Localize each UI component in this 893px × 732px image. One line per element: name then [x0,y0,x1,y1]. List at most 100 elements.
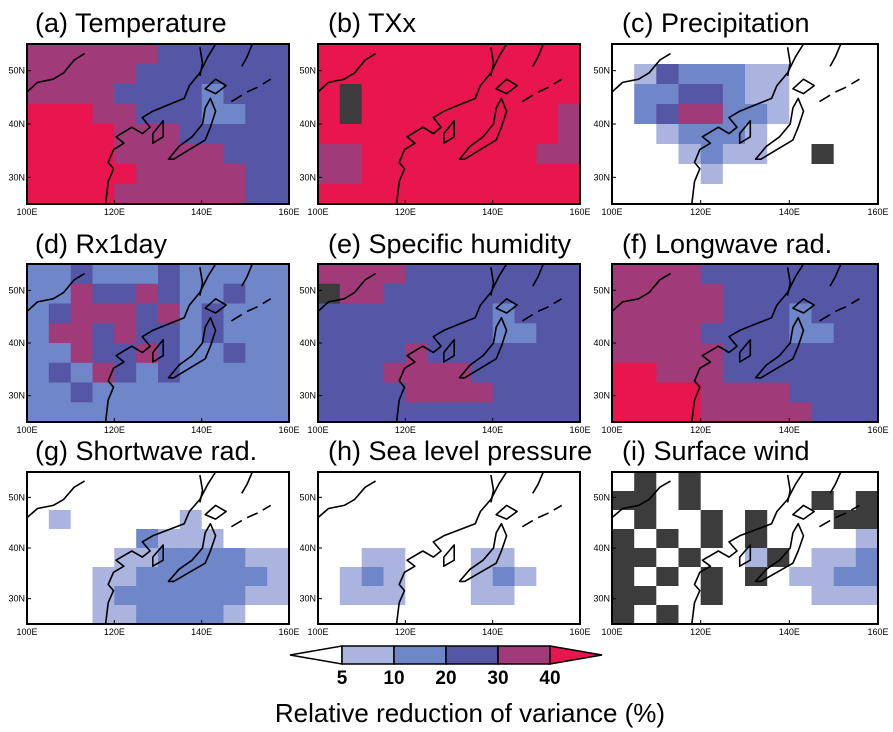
coastline [612,264,860,422]
y-tick-label: 40N [299,543,316,553]
field-cell [223,472,246,492]
field-cell [245,144,268,165]
field-cell [339,124,363,145]
field-cell [767,586,790,606]
field-cell [514,529,537,549]
field-cell [339,303,363,324]
field-cell [700,491,724,511]
field-cell [700,184,724,204]
field-cell [136,44,159,65]
field-cell [558,264,580,285]
field-cell [492,567,516,587]
field-cell [27,605,50,624]
field-cell [449,44,472,65]
field-cell [470,64,494,85]
x-tick-label: 120E [104,425,125,435]
field-cell [470,472,494,492]
field-cell [179,343,203,364]
field-cell [179,144,203,165]
field-cell [267,303,289,324]
x-tick-label: 120E [395,425,416,435]
x-tick-label: 100E [601,207,622,217]
field-cell [427,510,450,530]
field-cell [158,510,181,530]
x-tick-label: 140E [191,627,212,637]
field-cell [114,343,137,364]
y-tick-label: 50N [8,66,25,76]
x-tick-label: 160E [278,207,299,217]
field-cell [179,303,203,324]
field-cell [27,548,50,568]
field-cell [223,144,246,165]
field-cell [245,548,268,568]
field-cell [136,164,159,185]
field-cell [318,84,341,105]
field-cell [811,382,835,403]
field-cell [612,362,635,384]
field-cell [383,605,406,624]
field-cell [427,64,450,85]
field-cell [514,184,537,204]
field-cell [48,264,72,285]
field-cell [136,362,159,384]
field-cell [558,586,580,606]
field-cell [92,124,115,145]
field-cell [339,184,363,204]
field-cell [449,264,472,285]
field-cell [27,84,50,105]
y-tick-label: 30N [8,391,25,401]
field-cell [114,586,137,606]
field-cell [201,303,225,324]
field-cell [656,264,680,285]
field-cell [700,303,724,324]
field-cell [223,303,246,324]
field-cell [361,84,385,105]
field-cell [318,323,341,344]
field-cell [449,567,472,587]
field-cell [449,510,472,530]
field-cell [114,567,137,587]
field-cell [789,605,813,624]
field-cell [70,264,94,285]
x-tick-label: 100E [16,627,37,637]
field-cell [678,84,702,105]
field-cell [339,264,363,285]
field-cell [201,164,225,185]
field-cell [449,144,472,165]
field-cell [27,567,50,587]
field-cell [449,323,472,344]
field-cell [767,491,790,511]
field-cell [855,303,878,324]
field-cell [179,567,203,587]
field-cell [612,44,635,65]
field-cell [789,382,813,403]
x-tick-label: 140E [191,207,212,217]
field-cell [536,567,559,587]
field-cell [318,303,341,324]
field-cell [339,402,363,422]
panel-e-field [318,264,580,422]
y-tick-label: 30N [593,391,610,401]
field-cell [114,548,137,568]
field-cell [92,472,115,492]
field-cell [470,144,494,165]
field-cell [745,323,768,344]
field-cell [656,104,680,125]
field-cell [678,323,702,344]
field-cell [267,164,289,185]
field-cell [136,84,159,105]
field-cell [656,362,680,384]
field-cell [492,323,516,344]
field-cell [48,567,72,587]
field-cell [223,586,246,606]
field-cell [383,64,406,85]
field-cell [318,382,341,403]
field-cell [558,362,580,384]
field-cell [745,64,768,85]
field-cell [405,402,428,422]
field-cell [558,402,580,422]
field-cell [70,303,94,324]
x-tick-label: 140E [779,207,800,217]
